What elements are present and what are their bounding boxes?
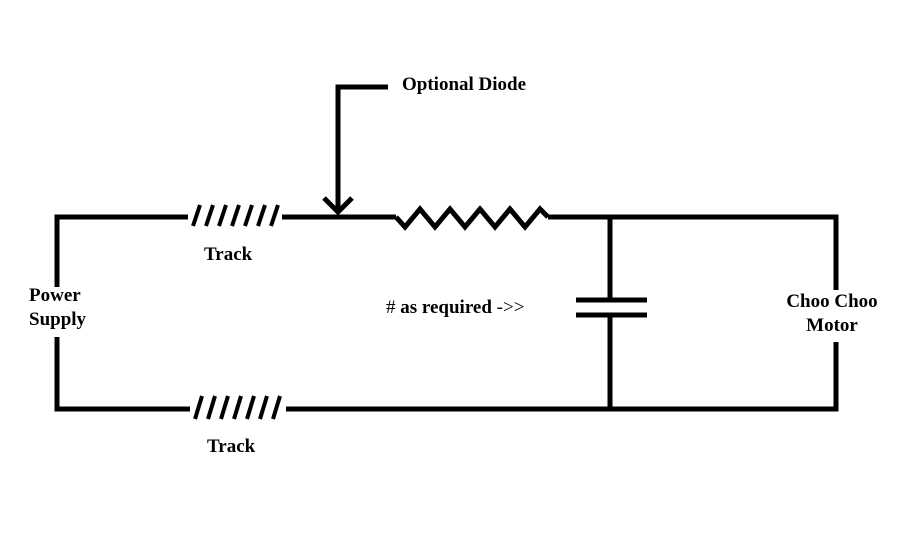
wire-left-top [54, 214, 188, 287]
wire-bottom [286, 342, 839, 412]
motor-label-line2: Motor [806, 315, 858, 336]
power-supply-label-line1: Power [29, 285, 81, 306]
diode-pointer-arrowhead [322, 196, 354, 216]
motor-label-line1: Choo Choo [786, 291, 878, 312]
optional-diode-label: Optional Diode [402, 74, 527, 95]
as-required-arrow: ->> [496, 297, 525, 318]
diode-pointer-line [335, 84, 388, 212]
as-required-text: as required [400, 297, 492, 318]
track-top-label: Track [204, 244, 253, 265]
track-top-symbol [191, 204, 280, 227]
hash-symbol: # [386, 297, 396, 318]
resistor-symbol [394, 205, 550, 231]
wire-top-right [548, 214, 839, 290]
track-bottom-label: Track [207, 436, 256, 457]
as-required-label: # as required ->> [386, 296, 524, 320]
wire-left-bottom [54, 337, 190, 412]
power-supply-label-line2: Supply [29, 309, 87, 330]
track-bottom-symbol [193, 395, 282, 420]
